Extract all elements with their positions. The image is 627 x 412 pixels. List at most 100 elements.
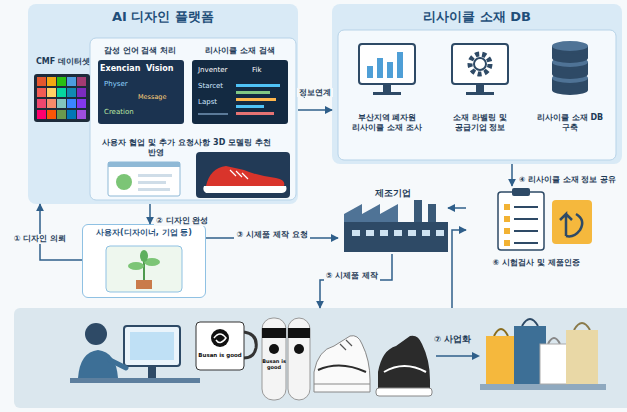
shopping-bags (480, 384, 606, 390)
factory-illustration (380, 230, 388, 236)
clipboard-icon (504, 228, 510, 234)
feature-label: 감성 언어 검색 처리 (96, 46, 184, 56)
cmf-swatch-grid (77, 88, 86, 97)
cmf-swatch-grid (34, 74, 90, 122)
edge-label-holder: ⑤ 시제품 제작 (312, 263, 392, 282)
mug (211, 329, 229, 347)
edge-label: ② 디자인 완성 (154, 216, 210, 226)
word-cloud-term: Creation (104, 108, 134, 116)
cmf-swatch-grid (47, 88, 56, 97)
shopping-bags (494, 329, 508, 336)
text-holder: 리사이클 소재 DB (336, 9, 618, 25)
cmf-swatch-grid (67, 88, 76, 97)
text-holder: ⑥ 시험검사 및 제품인증 (468, 258, 604, 268)
collaboration-window (116, 174, 132, 190)
cmf-swatch-grid (37, 99, 46, 108)
text-holder: 리사이클 소재 검색 (190, 46, 290, 56)
panel-title: AI 디자인 플랫폼 (32, 9, 294, 25)
clipboard-icon (498, 188, 544, 250)
text-holder: Busan is good (262, 358, 286, 370)
clipboard-icon (514, 242, 538, 244)
cmf-swatch-grid (67, 110, 76, 119)
db-item: 리사이클 소재 DB 구축 (528, 112, 612, 133)
search-screen (192, 60, 288, 124)
survey-monitor-icon (397, 52, 403, 78)
cmf-swatch-grid (57, 88, 66, 97)
person-at-computer (148, 366, 156, 378)
feature-box: 리사이클 소재 검색 (188, 44, 292, 58)
survey-monitor-icon (377, 58, 383, 78)
text-holder: 제조기업 (340, 188, 446, 198)
cmf-swatch-grid (57, 99, 66, 108)
feature-label: 3D 모델링 추천 (194, 138, 290, 148)
labeling-gear-icon (474, 58, 486, 70)
screen-text: Lapst (198, 98, 217, 106)
collaboration-window (138, 188, 170, 191)
3d-shoe-model (203, 186, 286, 193)
panel-title: 리사이클 소재 DB (336, 9, 618, 25)
db-item-label: 리사이클 소재 DB 구축 (529, 113, 611, 132)
commercialization-arrow (436, 352, 480, 360)
feature-label: 리사이클 소재 검색 (190, 46, 290, 56)
person-at-computer (130, 332, 174, 360)
search-screen (236, 84, 280, 87)
3d-shoe-model (196, 152, 290, 198)
edge-label-holder: ③ 시제품 제작 요청 (214, 222, 330, 241)
person-at-computer (85, 323, 107, 345)
word-cloud-screen (98, 60, 184, 124)
text-holder: 사용자(디자이너, 기업 등) (86, 228, 202, 238)
screen-text: Starcet (198, 82, 223, 90)
cmf-swatch-grid (67, 77, 76, 86)
plant-tablet (106, 246, 182, 292)
flow-arrow (452, 230, 466, 308)
mug (214, 334, 226, 343)
word-cloud-term: Exencian (100, 64, 140, 74)
label-holder: Lapst (198, 98, 217, 106)
shopping-bags (480, 319, 606, 390)
edge-label-holder: 정보연계 (293, 80, 337, 99)
plant-tablet (136, 280, 152, 289)
survey-monitor-icon (359, 44, 415, 95)
shopping-bags (548, 338, 560, 344)
black-sneaker (384, 366, 426, 372)
cmf-swatch-grid (57, 77, 66, 86)
database-icon (552, 53, 588, 63)
white-sneaker (314, 336, 370, 392)
cmf-swatch-grid (77, 110, 86, 119)
recycle-certificate-icon (552, 200, 592, 244)
cmf-swatch-grid (47, 77, 56, 86)
db-card (338, 30, 616, 160)
cmf-swatch-grid (77, 77, 86, 86)
label-holder: Exencian (100, 64, 140, 74)
search-screen (198, 113, 228, 115)
slippers (262, 318, 310, 400)
factory-illustration (352, 230, 360, 236)
slippers (288, 318, 310, 400)
screen-text: Fik (252, 66, 262, 74)
collaboration-window (138, 181, 166, 184)
factory-illustration (408, 230, 416, 236)
label-holder: Physer (104, 80, 128, 88)
text-holder: 소재 라벨링 및 공급기업 정보 (439, 113, 521, 132)
shopping-bags (522, 319, 538, 326)
flow-arrow (511, 164, 513, 186)
person-at-computer (110, 360, 126, 368)
survey-monitor-icon (387, 62, 393, 78)
clipboard-icon (498, 192, 544, 250)
factory-illustration (344, 204, 398, 224)
cmf-swatch-grid (67, 99, 76, 108)
label-holder: Message (138, 94, 167, 102)
flow-arrow (40, 204, 82, 260)
search-screen (236, 105, 264, 108)
labeling-gear-icon (470, 54, 490, 74)
clipboard-icon (504, 216, 510, 222)
word-cloud-screen (98, 60, 184, 124)
cmf-swatch-grid (77, 99, 86, 108)
database-icon (552, 69, 588, 79)
feature-box: 3D 모델링 추천 (192, 136, 292, 150)
db-item: 소재 라벨링 및 공급기업 정보 (438, 112, 522, 133)
edge-label: ④ 리사이클 소재 정보 공유 (517, 175, 618, 184)
db-item-label: 부산지역 폐자원 리사이클 소재 조사 (343, 113, 431, 132)
